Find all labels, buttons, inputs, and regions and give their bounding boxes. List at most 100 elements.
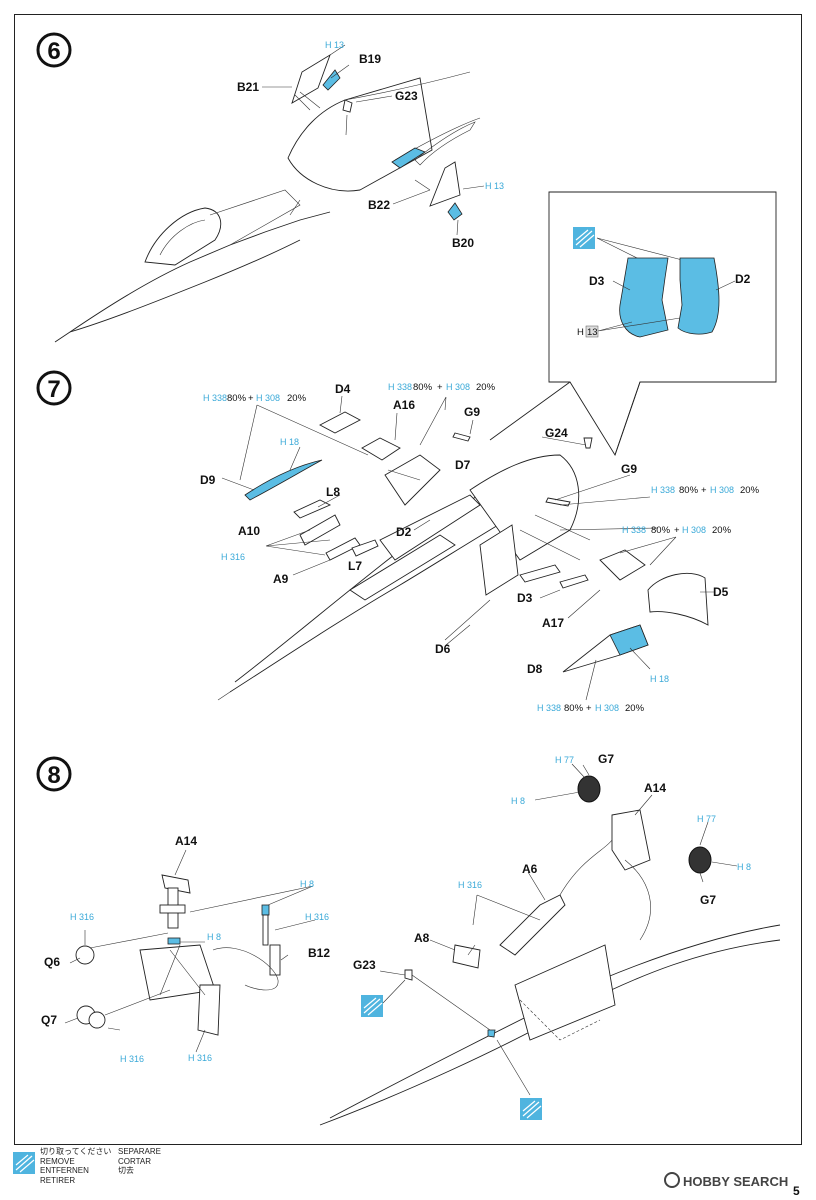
wheel-bay [514,944,616,1041]
mix5-a: H 338 [537,703,561,713]
paint-h77-b: H 77 [697,814,716,824]
part-b19 [322,69,341,91]
canopy-frame [159,219,206,256]
label-a17: A17 [542,616,564,630]
mix2-b-pct: 20% [476,382,496,393]
mix3-a: H 338 [651,485,675,495]
label-a14-left: A14 [175,834,197,848]
label-b19: B19 [359,52,381,66]
label-d2: D2 [396,525,412,539]
label-b22: B22 [368,198,390,212]
paint-h13-top: H 13 [325,40,344,50]
inset-paint-box [585,325,599,338]
mix1-a: H 338 [203,393,227,403]
mix4-a: H 338 [622,525,646,535]
part-g24 [583,437,593,449]
paint-h13-right: H 13 [485,181,504,191]
wing-line-1 [344,71,471,101]
legend-en: REMOVE [40,1156,75,1166]
step-8-badge [36,756,72,792]
mix1-b-pct: 20% [287,393,307,404]
step-6: 6 H 13 B21 B19 G23 B22 H 13 B20 [36,32,504,343]
watermark-icon [664,1172,680,1188]
arrow-lines-6 [294,94,431,191]
a14-clamp [159,904,186,914]
paint-h77-a: H 77 [555,755,574,765]
paint-h316-d: H 316 [188,1053,212,1063]
label-l8: L8 [326,485,340,499]
a14-blue-ring [167,937,181,945]
part-a17-bit [559,574,589,589]
inset-part-d2 [677,257,720,335]
legend-column-2: SEPARARE CORTAR 切去 [118,1147,161,1176]
label-b21: B21 [237,80,259,94]
part-g23-right [404,969,413,981]
legend-it: SEPARARE [118,1147,161,1156]
fuselage-outline [54,211,331,343]
part-l8 [293,499,332,519]
mix2-a: H 338 [388,382,412,392]
leader-lines-7 [221,395,715,701]
gear-door-left [197,984,221,1036]
step-6-badge [36,32,72,68]
mix2-a-pct: 80% [413,382,433,393]
part-a8 [452,944,481,969]
mix1-a-pct: 80% [227,393,247,404]
intake-lip [414,121,476,166]
label-g7-top: G7 [598,752,614,766]
label-g23: G23 [353,958,376,972]
part-a16 [361,437,401,461]
fuselage-8-lower [319,939,781,1126]
wheel-bay-dashed [519,999,601,1041]
part-d8-tip [609,624,649,656]
mix2-b: H 308 [446,382,470,392]
legend-column-1: 切り取ってください REMOVE ENTFERNEN RETIRER [40,1147,111,1185]
remove-icon-stripes [575,229,595,248]
b12-guide-curve [212,947,279,991]
label-q7: Q7 [41,1013,57,1027]
legend-de: ENTFERNEN [40,1166,89,1175]
watermark-logo: HOBBY SEARCH [664,1172,788,1189]
leader-lines-6 [262,44,485,236]
mix3-b-pct: 20% [740,485,760,496]
part-d7 [384,454,441,506]
inset-paint-prefix: H [577,327,584,338]
part-d6 [479,524,519,596]
page-frame [14,14,802,1145]
legend-jp: 切り取ってください [40,1147,112,1156]
part-b21 [291,53,331,104]
label-a6: A6 [522,862,538,876]
page-number: 5 [793,1184,800,1198]
inset-label-d3: D3 [589,274,605,288]
part-a17 [599,549,646,581]
part-g9-top [452,432,471,442]
paint-h316: H 316 [221,552,245,562]
step-8-number: 8 [47,762,60,789]
paint-h316-a: H 316 [70,912,94,922]
legend-remove-icon-stripes [15,1154,35,1173]
step-8: 8 [36,752,781,1126]
label-a9: A9 [273,572,289,586]
mix2-plus: + [437,382,443,393]
label-g9-top: G9 [464,405,480,419]
paint-h316-c: H 316 [120,1054,144,1064]
mix4-a-pct: 80% [651,525,671,536]
part-a6 [499,894,566,956]
mix3-plus: + [701,485,707,496]
label-a10: A10 [238,524,260,538]
mix3-a-pct: 80% [679,485,699,496]
leader-lines-8 [64,763,738,1096]
mix5-plus: + [586,703,592,714]
pitot-7 [217,691,231,701]
part-d5 [647,572,709,626]
legend-fr: RETIRER [40,1175,76,1185]
step-7: 7 H 338 [36,370,760,714]
label-g23: G23 [395,89,418,103]
part-b20 [447,202,463,221]
fuselage-7-side [379,494,481,561]
label-a8: A8 [414,931,430,945]
spine [209,189,301,246]
mix4-plus: + [674,525,680,536]
paint-h316-e: H 316 [458,880,482,890]
inset-paint-number: 13 [587,327,598,338]
